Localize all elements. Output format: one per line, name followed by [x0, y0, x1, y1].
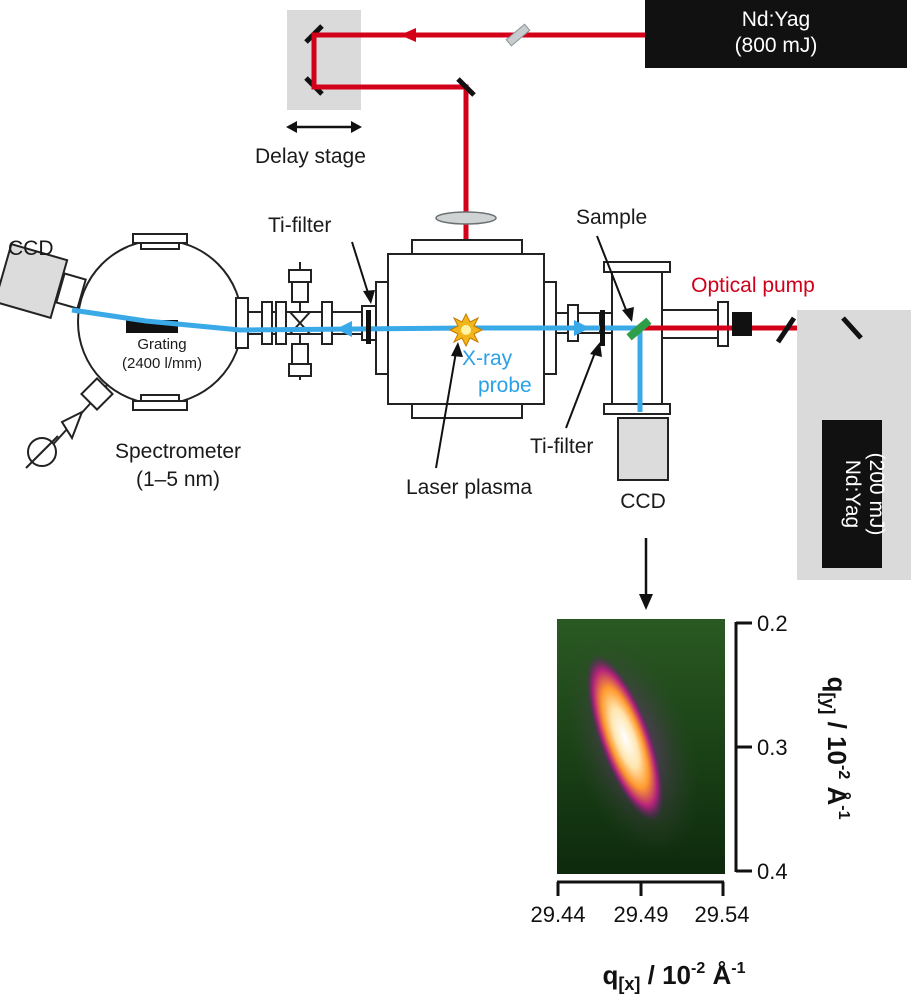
y-tick-label-0: 0.2	[757, 611, 788, 636]
y-tick-label-2: 0.4	[757, 859, 788, 884]
optical-pump-label: Optical pump	[691, 274, 815, 297]
ti-filter-left	[366, 310, 371, 344]
sample-pointer-head	[622, 307, 634, 322]
nd-yag-200-laser	[822, 420, 882, 568]
beamline-flanges-left	[247, 301, 379, 345]
grating-label: Grating	[137, 336, 186, 353]
laser-plasma-spot	[448, 312, 484, 348]
ccd-bottom-label: CCD	[620, 490, 666, 513]
sample	[626, 317, 652, 341]
xray-beam-to-spectrometer	[71, 307, 467, 333]
focusing-lens	[435, 211, 497, 225]
ccd-to-image-arrowhead	[639, 594, 653, 610]
laser-plasma-pointer	[435, 351, 457, 469]
y-axis-title: q[y] / 10-2 Å-1	[818, 677, 852, 820]
nd-yag-200-name: Nd:Yag	[841, 460, 864, 529]
grating-spec-label: (2400 l/mm)	[122, 355, 202, 372]
ccd-camera-bottom	[617, 417, 669, 481]
turning-mirror	[456, 77, 476, 97]
spectrometer-valve	[25, 377, 114, 469]
spectrometer-range-label: (1–5 nm)	[136, 468, 220, 491]
x-tick-label-2: 29.54	[694, 902, 749, 927]
ti-filter-left-label: Ti-filter	[268, 214, 331, 237]
xray-probe-label-2: probe	[478, 374, 532, 397]
optical-window	[732, 312, 752, 336]
ti-filter-right-label: Ti-filter	[530, 435, 593, 458]
pump-beam-path	[311, 32, 645, 328]
pump-mirror-right	[841, 316, 863, 340]
xray-arrow-right	[574, 320, 590, 336]
gate-valve	[287, 262, 313, 380]
x-tick-label-1: 29.49	[613, 902, 668, 927]
spectrometer-label: Spectrometer	[115, 440, 241, 463]
sample-pointer	[596, 235, 629, 316]
pump-mirror-left	[775, 316, 797, 344]
x-axis-title: q[x] / 10-2 Å-1	[603, 960, 746, 994]
ti-filter-right-pointer-head	[590, 342, 602, 357]
delay-stage-arrow	[286, 121, 362, 133]
ti-filter-right-pointer	[565, 349, 597, 429]
detector-image	[557, 619, 725, 874]
x-tick-label-0: 29.44	[530, 902, 585, 927]
xray-probe-label: X-ray	[462, 347, 513, 370]
xray-arrow-left	[336, 321, 352, 337]
sample-chamber	[555, 261, 729, 415]
nd-yag-800-laser	[645, 0, 907, 68]
ti-filter-left-pointer	[351, 241, 375, 304]
nd-yag-200-energy: (200 mJ)	[865, 453, 888, 536]
laser-plasma-pointer-head	[451, 342, 463, 357]
ccd-camera-left	[0, 242, 87, 320]
delay-stage	[287, 10, 361, 110]
delay-stage-label: Delay stage	[255, 145, 366, 168]
ccd-left-label: CCD	[8, 237, 54, 260]
ti-filter-right	[600, 310, 605, 346]
y-tick-label-1: 0.3	[757, 735, 788, 760]
nd-yag-800-name: Nd:Yag	[742, 8, 811, 31]
sample-label: Sample	[576, 206, 647, 229]
nd-yag-800-energy: (800 mJ)	[735, 34, 818, 57]
laser-plasma-label: Laser plasma	[406, 476, 532, 499]
beam-splitter	[505, 23, 531, 47]
beam-direction-arrow	[400, 28, 416, 42]
